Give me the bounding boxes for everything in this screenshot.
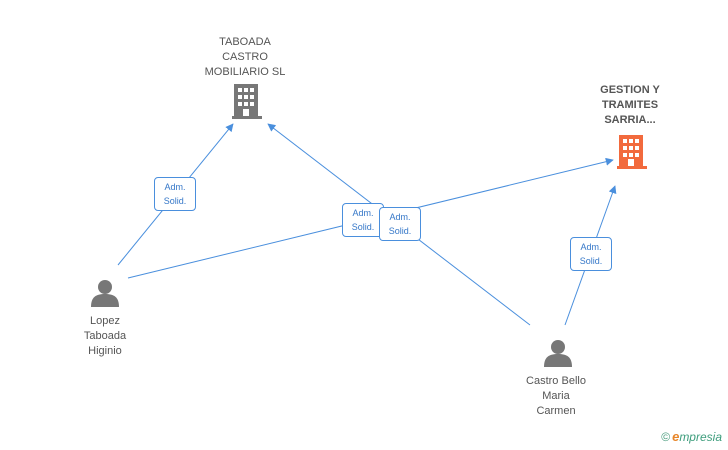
- person-icon[interactable]: [91, 280, 119, 307]
- edge-label-castro-gestion[interactable]: Adm. Solid.: [570, 237, 612, 271]
- person-name-castro[interactable]: Castro Bello Maria Carmen: [526, 375, 586, 417]
- company-name-taboada[interactable]: TABOADA CASTRO MOBILIARIO SL: [204, 36, 286, 78]
- brand-name: mpresia: [679, 430, 722, 444]
- copyright-symbol: ©: [661, 430, 671, 444]
- building-icon[interactable]: [617, 135, 647, 169]
- brand-initial: e: [672, 429, 680, 444]
- edge-label-lopez-gestion[interactable]: Adm. Solid.: [342, 203, 384, 237]
- edge-label-castro-taboada[interactable]: Adm. Solid.: [379, 207, 421, 241]
- company-name-gestion[interactable]: GESTION Y TRAMITES SARRIA...: [600, 84, 660, 126]
- building-icon[interactable]: [232, 84, 262, 119]
- person-icon[interactable]: [544, 340, 572, 367]
- person-name-lopez[interactable]: Lopez Taboada Higinio: [83, 315, 127, 357]
- brand-logo[interactable]: ©empresia: [661, 429, 722, 444]
- edge-label-lopez-taboada[interactable]: Adm. Solid.: [154, 177, 196, 211]
